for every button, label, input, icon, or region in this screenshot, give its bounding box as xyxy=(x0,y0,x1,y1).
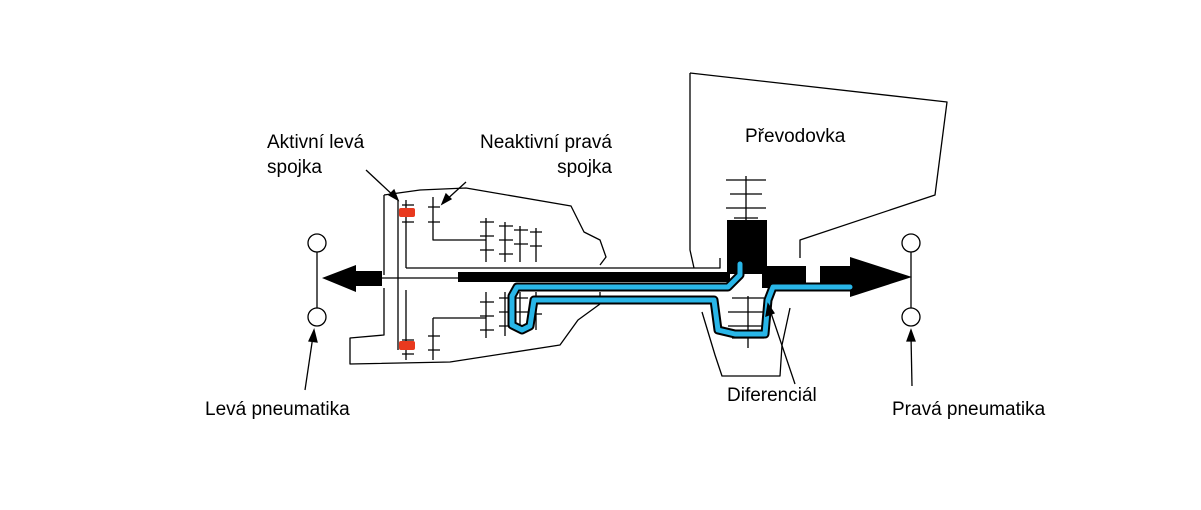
differential-label: Diferenciál xyxy=(727,385,817,406)
right-clutch-upper xyxy=(428,197,486,241)
inactive-right-clutch-label-line2: spojka xyxy=(557,157,612,178)
left-tire-label: Levá pneumatika xyxy=(205,399,350,420)
active-left-clutch-label-line2: spojka xyxy=(267,157,322,178)
gearbox-output-block xyxy=(727,220,767,274)
power-flow-path-highlight xyxy=(509,261,853,337)
left-tire-leader xyxy=(304,335,314,391)
differential-leader xyxy=(769,309,796,385)
inactive-clutch-leader-head xyxy=(440,192,453,206)
inactive-right-clutch-label-line1: Neaktivní pravá xyxy=(480,132,612,153)
active-left-clutch-label-line1: Aktivní levá xyxy=(267,132,365,153)
active-left-clutch-upper-indicator xyxy=(399,208,415,217)
right-tire-leader xyxy=(910,335,913,387)
differential-housing xyxy=(701,307,791,377)
active-left-clutch-lower-indicator xyxy=(399,341,415,350)
right-clutch-lower xyxy=(428,317,486,360)
gearbox-label: Převodovka xyxy=(745,126,846,147)
left-power-arrow xyxy=(322,265,382,292)
gearbox-housing xyxy=(689,72,948,269)
planetary-gear-upper xyxy=(480,218,542,262)
right-tire-wheel-top xyxy=(901,233,921,253)
right-tire-leader-head xyxy=(906,328,916,342)
left-tire-leader-head xyxy=(308,328,318,343)
active-clutch-leader-head xyxy=(387,188,400,202)
gearbox-gear-stack xyxy=(726,176,766,222)
differential-gear-stack xyxy=(728,296,768,348)
left-tire-wheel-bottom xyxy=(307,307,327,327)
differential-leader-head xyxy=(765,302,775,318)
right-power-arrow xyxy=(850,257,912,297)
main-drive-shaft xyxy=(458,272,730,282)
right-tire-label: Pravá pneumatika xyxy=(892,399,1046,420)
clutch-housing xyxy=(349,187,607,365)
left-tire-wheel-top xyxy=(307,233,327,253)
upper-shaft xyxy=(406,258,721,269)
right-tire-wheel-bottom xyxy=(901,307,921,327)
